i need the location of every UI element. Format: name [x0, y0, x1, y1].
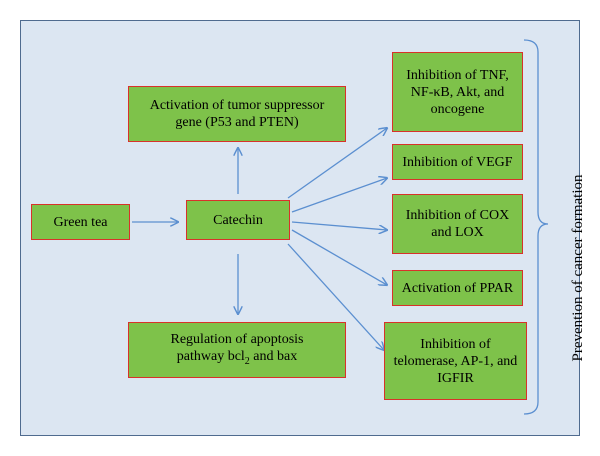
arrow-catechin-vegf — [291, 178, 387, 213]
node-tnf-line-2: NF-κB, Akt, and — [410, 84, 505, 100]
node-telomerase: Inhibition of telomerase, AP-1, and IGFI… — [384, 322, 527, 400]
node-tnf: Inhibition of TNF, NF-κB, Akt, and oncog… — [392, 52, 523, 132]
node-telomerase-line-3: IGFIR — [437, 370, 474, 386]
node-cox: Inhibition of COX and LOX — [392, 194, 523, 254]
node-apoptosis-line-2a: pathway bcl — [176, 348, 245, 364]
bracket — [523, 39, 549, 415]
node-green-tea: Green tea — [31, 204, 130, 240]
node-apoptosis-line-2: pathway bcl2 and bax — [177, 348, 297, 370]
node-apoptosis-subscript: 2 — [244, 355, 250, 367]
bracket-label: Prevention of cancer formation — [570, 174, 586, 362]
arrow-catechin-cox — [291, 221, 387, 230]
node-cox-line-1: Inhibition of COX — [405, 208, 510, 223]
node-ppar-label: Activation of PPAR — [401, 280, 514, 296]
node-tumor-suppressor: Activation of tumor suppressor gene (P53… — [128, 86, 346, 142]
node-ppar: Activation of PPAR — [392, 270, 523, 306]
node-tnf-line-1: Inhibition of TNF, — [406, 67, 509, 83]
node-apoptosis-line-2b: and bax — [249, 348, 298, 364]
node-telomerase-line-2: telomerase, AP-1, and — [393, 353, 518, 369]
node-telomerase-line-1: Inhibition of — [420, 336, 491, 352]
node-green-tea-label: Green tea — [53, 214, 108, 230]
node-vegf: Inhibition of VEGF — [392, 144, 523, 180]
node-apoptosis: Regulation of apoptosis pathway bcl2 and… — [128, 322, 346, 378]
arrow-catechin-ppar — [291, 229, 387, 285]
node-tnf-line-3: oncogene — [430, 101, 485, 117]
arrow-catechin-tnf — [287, 128, 387, 199]
node-vegf-label: Inhibition of VEGF — [402, 154, 513, 170]
node-apoptosis-line-1: Regulation of apoptosis — [170, 331, 304, 347]
node-cox-line-2: and LOX — [431, 225, 484, 240]
node-tumor-line-2: gene (P53 and PTEN) — [175, 115, 299, 130]
node-catechin-label: Catechin — [213, 212, 263, 228]
arrow-catechin-telomerase — [287, 243, 384, 350]
node-tumor-line-1: Activation of tumor suppressor — [149, 98, 325, 113]
node-catechin: Catechin — [186, 200, 290, 240]
